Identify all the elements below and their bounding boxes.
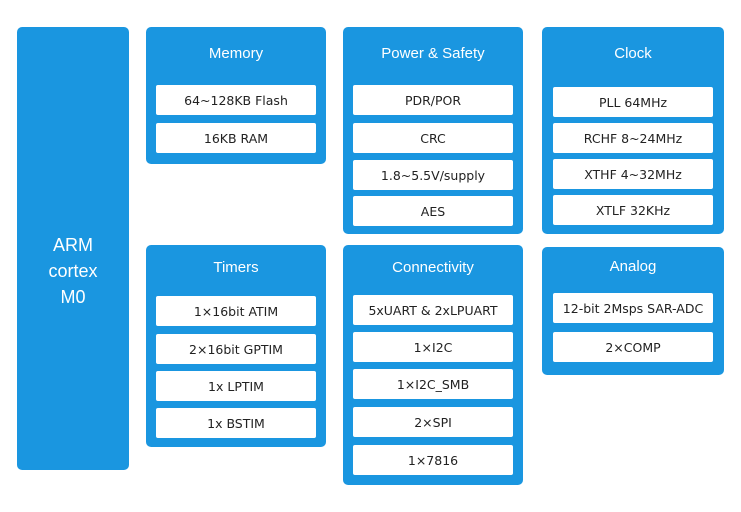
- analog-title: Analog: [609, 258, 657, 275]
- analog-item-adc: 12-bit 2Msps SAR-ADC: [553, 293, 713, 323]
- memory-item-ram: 16KB RAM: [156, 123, 316, 153]
- timers-item-atim: 1×16bit ATIM: [156, 296, 316, 326]
- clock-item-xtlf: XTLF 32KHz: [553, 195, 713, 225]
- clock-item-rchf: RCHF 8~24MHz: [553, 123, 713, 153]
- cpu-core-block: ARM cortex M0: [17, 27, 129, 470]
- connectivity-item-spi: 2×SPI: [353, 407, 513, 437]
- clock-title: Clock: [614, 45, 652, 62]
- power-item-crc: CRC: [353, 123, 513, 153]
- analog-item-comp: 2×COMP: [553, 332, 713, 362]
- cpu-line-1: ARM: [53, 235, 93, 255]
- timers-title: Timers: [213, 259, 259, 276]
- memory-item-flash: 64~128KB Flash: [156, 85, 316, 115]
- connectivity-title: Connectivity: [392, 259, 474, 276]
- connectivity-item-i2c: 1×I2C: [353, 332, 513, 362]
- power-item-supply: 1.8~5.5V/supply: [353, 160, 513, 190]
- power-safety-title: Power & Safety: [381, 45, 485, 62]
- cpu-line-2: cortex: [48, 261, 98, 281]
- timers-item-lptim: 1x LPTIM: [156, 371, 316, 401]
- connectivity-item-7816: 1×7816: [353, 445, 513, 475]
- analog-block: Analog 12-bit 2Msps SAR-ADC 2×COMP: [542, 247, 724, 375]
- connectivity-block: Connectivity 5xUART & 2xLPUART 1×I2C 1×I…: [343, 245, 523, 485]
- timers-item-bstim: 1x BSTIM: [156, 408, 316, 438]
- connectivity-item-uart: 5xUART & 2xLPUART: [353, 295, 513, 325]
- power-item-aes: AES: [353, 196, 513, 226]
- clock-item-xthf: XTHF 4~32MHz: [553, 159, 713, 189]
- clock-item-pll: PLL 64MHz: [553, 87, 713, 117]
- power-item-pdr-por: PDR/POR: [353, 85, 513, 115]
- timers-item-gptim: 2×16bit GPTIM: [156, 334, 316, 364]
- cpu-core-label: ARM cortex M0: [17, 232, 129, 310]
- memory-title: Memory: [208, 45, 264, 62]
- power-safety-block: Power & Safety PDR/POR CRC 1.8~5.5V/supp…: [343, 27, 523, 234]
- connectivity-item-i2c-smb: 1×I2C_SMB: [353, 369, 513, 399]
- memory-block: Memory 64~128KB Flash 16KB RAM: [146, 27, 326, 164]
- clock-block: Clock PLL 64MHz RCHF 8~24MHz XTHF 4~32MH…: [542, 27, 724, 234]
- timers-block: Timers 1×16bit ATIM 2×16bit GPTIM 1x LPT…: [146, 245, 326, 447]
- cpu-line-3: M0: [60, 287, 86, 307]
